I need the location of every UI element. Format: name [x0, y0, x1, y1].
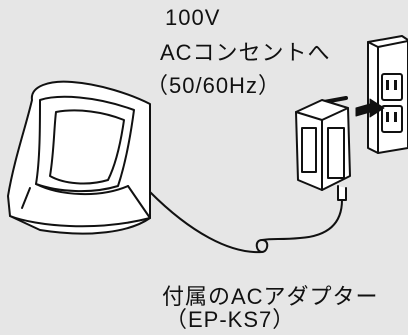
lower-socket: [381, 105, 403, 133]
adapter-cable: [261, 199, 343, 241]
adapter-name-label: 付属のACアダプター: [162, 284, 379, 309]
outlet-frequency-label: （50/60Hz）: [146, 73, 281, 98]
wall-outlet: [367, 35, 408, 154]
adapter-model-label: （EP-KS7）: [165, 307, 296, 332]
insert-arrow-icon: [355, 98, 385, 118]
charging-cradle-illustration: [7, 80, 151, 235]
upper-socket: [381, 73, 403, 101]
ac-adapter-illustration: [295, 99, 351, 191]
outlet-voltage-label: 100V: [165, 5, 221, 30]
cable-strain-relief: [337, 185, 347, 201]
outlet-destination-label: ACコンセントへ: [160, 40, 331, 65]
